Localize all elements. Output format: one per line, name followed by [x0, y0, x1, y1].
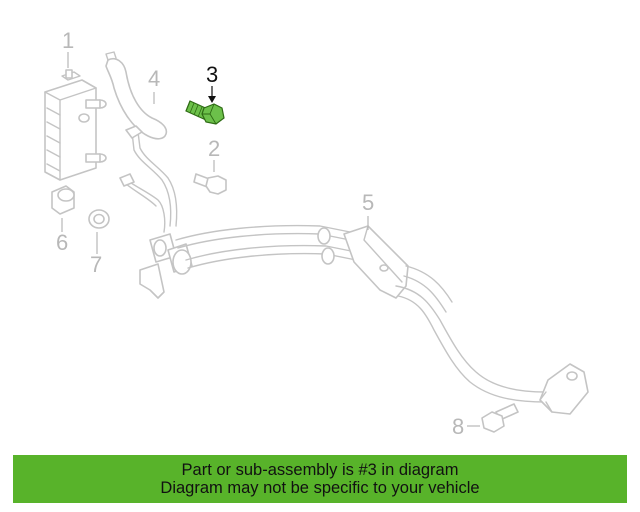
svg-text:8: 8 [452, 414, 464, 439]
banner-line-2: Diagram may not be specific to your vehi… [160, 479, 480, 497]
part-7-washer[interactable] [88, 209, 110, 229]
part-3-bolt[interactable] [185, 100, 225, 125]
banner-line-1: Part or sub-assembly is #3 in diagram [181, 461, 459, 479]
svg-text:5: 5 [362, 190, 374, 215]
part-2-bolt[interactable] [193, 173, 227, 195]
callout-8: 8 [452, 414, 480, 439]
svg-text:7: 7 [90, 252, 102, 277]
part-8-bolt[interactable] [481, 403, 519, 433]
svg-text:1: 1 [62, 28, 74, 53]
svg-text:3: 3 [206, 62, 218, 87]
callout-7: 7 [90, 232, 102, 277]
callout-5: 5 [362, 190, 374, 230]
notice-banner: Part or sub-assembly is #3 in diagram Di… [13, 455, 627, 503]
callout-4: 4 [148, 66, 160, 104]
callout-3: 3 [206, 62, 218, 103]
svg-text:4: 4 [148, 66, 160, 91]
callout-6: 6 [56, 218, 68, 255]
svg-text:2: 2 [208, 136, 220, 161]
svg-text:6: 6 [56, 230, 68, 255]
callout-2: 2 [208, 136, 220, 172]
parts-diagram: 1 4 3 2 6 [44, 28, 589, 439]
part-4-hose[interactable] [105, 51, 168, 140]
part-6-sleeve[interactable] [51, 185, 75, 215]
part-5-cooler-lines[interactable] [119, 125, 589, 415]
part-1-oil-cooler[interactable] [44, 69, 107, 181]
callout-1: 1 [62, 28, 74, 68]
